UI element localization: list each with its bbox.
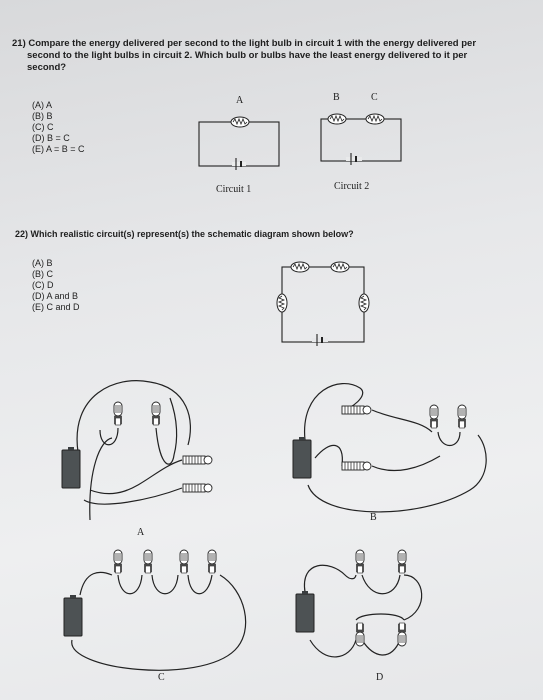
bulb-d1-icon bbox=[355, 549, 365, 574]
q21-text-line3: second? bbox=[27, 62, 67, 73]
realistic-circuit-c bbox=[71, 571, 247, 671]
bulb-b-label: B bbox=[333, 92, 340, 103]
q21-option-c: (C) C bbox=[32, 122, 54, 132]
bulb-c1-icon bbox=[113, 549, 123, 574]
bulb-c2-icon bbox=[143, 549, 153, 574]
schematic-bulb-top-left-icon bbox=[290, 261, 310, 273]
schematic-bulb-left-icon bbox=[276, 293, 288, 313]
q21-option-b: (B) B bbox=[32, 111, 53, 121]
circuit2-label: Circuit 2 bbox=[334, 181, 370, 192]
bulb-c-label: C bbox=[371, 92, 378, 103]
q21-option-e: (E) A = B = C bbox=[32, 144, 85, 154]
q22-schematic bbox=[281, 266, 365, 346]
battery-a-icon bbox=[61, 446, 81, 489]
q22-text: 22) Which realistic circuit(s) represent… bbox=[15, 229, 354, 239]
q22-option-e: (E) C and D bbox=[32, 302, 80, 312]
realistic-circuit-a bbox=[76, 380, 191, 521]
bulb-c-icon bbox=[365, 113, 385, 125]
circuit1-label: Circuit 1 bbox=[216, 184, 252, 195]
circuit2-schematic bbox=[320, 118, 402, 165]
bulb-b1-icon bbox=[341, 405, 372, 415]
q22-option-d: (D) A and B bbox=[32, 291, 79, 301]
bulb-b3-icon bbox=[429, 404, 439, 429]
q22-option-b: (B) C bbox=[32, 269, 53, 279]
circuit-c-label: C bbox=[158, 672, 165, 683]
circuit-b-label: B bbox=[370, 512, 377, 523]
realistic-circuit-b bbox=[304, 383, 487, 513]
battery-c-icon bbox=[63, 594, 83, 637]
circuit-d-label: D bbox=[376, 672, 384, 683]
circuit1-schematic bbox=[198, 121, 280, 170]
bulb-b-icon bbox=[327, 113, 347, 125]
battery-d-icon bbox=[295, 590, 315, 633]
realistic-circuit-d bbox=[303, 564, 423, 658]
q21-option-d: (D) B = C bbox=[32, 133, 70, 143]
bulb-a2-icon bbox=[151, 401, 161, 426]
bulb-d2-icon bbox=[397, 549, 407, 574]
bulb-a4-icon bbox=[182, 483, 213, 493]
schematic-bulb-top-right-icon bbox=[330, 261, 350, 273]
bulb-a1-icon bbox=[113, 401, 123, 426]
battery-b-icon bbox=[292, 436, 312, 479]
bulb-c3-icon bbox=[179, 549, 189, 574]
q21-text-line2: second to the light bulbs in circuit 2. … bbox=[27, 50, 468, 61]
schematic-bulb-right-icon bbox=[358, 293, 370, 313]
q22-option-c: (C) D bbox=[32, 280, 54, 290]
circuit-a-label: A bbox=[137, 527, 145, 538]
q21-option-a: (A) A bbox=[32, 100, 53, 110]
q22-option-a: (A) B bbox=[32, 258, 53, 268]
bulb-b2-icon bbox=[341, 461, 372, 471]
bulb-a-icon bbox=[230, 116, 250, 128]
q21-text-line1: 21) Compare the energy delivered per sec… bbox=[12, 38, 477, 49]
bulb-d3-icon bbox=[355, 622, 365, 647]
bulb-a-label: A bbox=[236, 95, 244, 106]
bulb-d4-icon bbox=[397, 622, 407, 647]
bulb-a3-icon bbox=[182, 455, 213, 465]
bulb-c4-icon bbox=[207, 549, 217, 574]
bulb-b4-icon bbox=[457, 404, 467, 429]
